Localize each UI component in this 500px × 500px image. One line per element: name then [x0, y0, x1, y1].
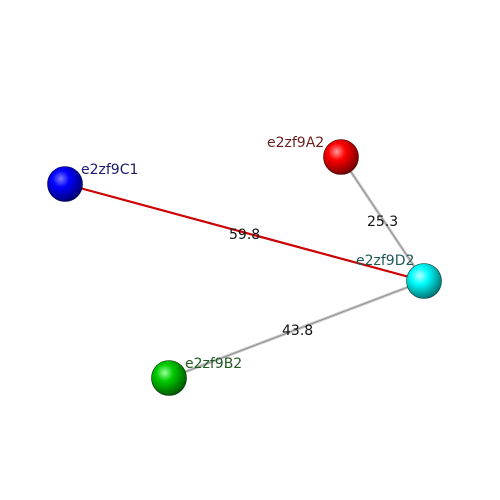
edge-label-b2-d2: 43.8	[282, 323, 313, 339]
edge-c1-d2	[64, 182, 425, 283]
node-e2zf9B2[interactable]	[151, 360, 187, 396]
node-e2zf9C1[interactable]	[47, 166, 83, 202]
node-label-e2zf9C1: e2zf9C1	[81, 162, 138, 178]
node-label-e2zf9D2: e2zf9D2	[356, 253, 414, 269]
edge-a2-d2-highlight	[340, 156, 425, 282]
edge-label-a2-d2: 25.3	[367, 214, 398, 230]
edge-b2-d2-highlight	[168, 280, 425, 379]
node-label-e2zf9B2: e2zf9B2	[185, 356, 242, 372]
node-label-e2zf9A2: e2zf9A2	[267, 135, 324, 151]
edge-label-c1-d2: 59.8	[229, 227, 260, 243]
node-e2zf9D2[interactable]	[406, 263, 442, 299]
node-e2zf9A2[interactable]	[323, 139, 359, 175]
